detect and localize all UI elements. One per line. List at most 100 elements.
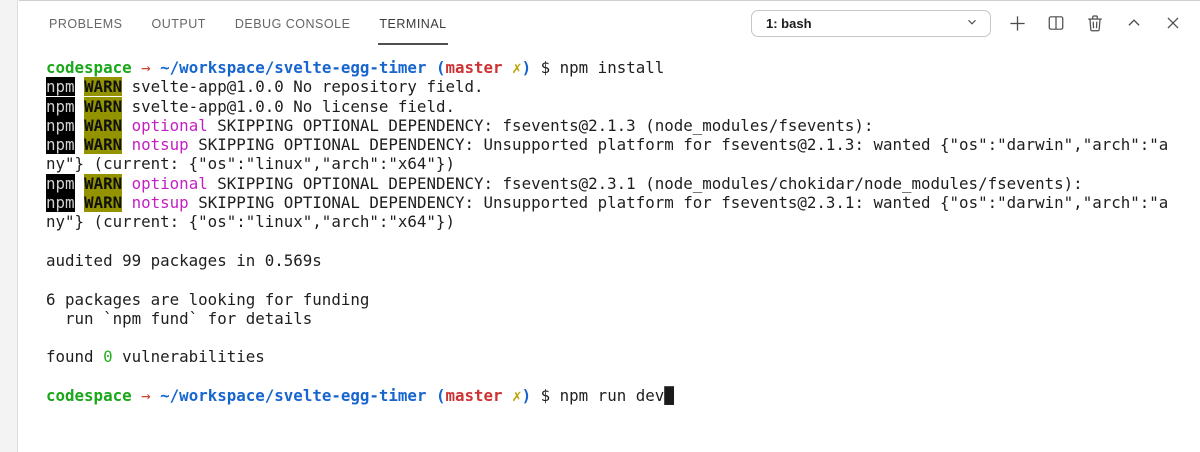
terminal-segment: optional [131, 173, 208, 193]
new-terminal-button[interactable] [1004, 10, 1030, 36]
terminal-segment: SKIPPING OPTIONAL DEPENDENCY: Unsupporte… [188, 135, 1169, 155]
terminal-segment: ny"} (current: {"os":"linux","arch":"x64… [46, 154, 455, 174]
terminal-segment [122, 135, 132, 154]
terminal-line: npm WARN notsup SKIPPING OPTIONAL DEPEND… [46, 135, 1200, 155]
panel-header: PROBLEMS OUTPUT DEBUG CONSOLE TERMINAL 1: b… [19, 1, 1200, 45]
terminal-segment [151, 386, 161, 405]
terminal-segment: WARN [84, 193, 123, 213]
terminal-segment [75, 97, 85, 116]
chevron-down-icon [965, 15, 979, 32]
panel-tabs: PROBLEMS OUTPUT DEBUG CONSOLE TERMINAL [48, 1, 448, 45]
terminal-line: found 0 vulnerabilities [46, 347, 1200, 366]
terminal-segment: █ [664, 386, 674, 406]
terminal-segment [122, 174, 132, 193]
terminal-segment: npm [46, 96, 75, 116]
terminal-segment: codespace [46, 58, 132, 77]
terminal-line: ny"} (current: {"os":"linux","arch":"x64… [46, 212, 1200, 231]
terminal-segment: npm [46, 77, 75, 97]
terminal-output[interactable]: codespace → ~/workspace/svelte-egg-timer… [19, 45, 1200, 405]
terminal-segment [426, 386, 436, 405]
terminal-line: codespace → ~/workspace/svelte-egg-timer… [46, 386, 1200, 405]
terminal-instance-label: 1: bash [766, 15, 812, 31]
terminal-line: npm WARN optional SKIPPING OPTIONAL DEPE… [46, 173, 1200, 193]
terminal-segment [75, 116, 85, 135]
terminal-segment: vulnerabilities [112, 347, 265, 367]
trash-icon [1086, 14, 1104, 32]
tab-terminal[interactable]: TERMINAL [378, 1, 448, 45]
terminal-segment: 6 packages are looking for funding [46, 289, 370, 309]
terminal-line: 6 packages are looking for funding [46, 290, 1200, 309]
terminal-segment: notsup [131, 135, 189, 155]
terminal-segment: WARN [84, 96, 123, 116]
terminal-segment [426, 58, 436, 77]
terminal-line: run `npm fund` for details [46, 309, 1200, 328]
terminal-segment: npm [46, 115, 75, 135]
split-pane-icon [1047, 14, 1065, 32]
terminal-segment [122, 116, 132, 135]
terminal-segment: WARN [84, 115, 123, 135]
terminal-segment: ( [435, 58, 446, 77]
terminal-segment [132, 58, 142, 77]
chevron-up-icon [1125, 14, 1143, 32]
terminal-segment: ✗ [512, 58, 522, 77]
split-terminal-button[interactable] [1043, 10, 1069, 36]
tab-debug-console[interactable]: DEBUG CONSOLE [234, 17, 351, 31]
close-panel-button[interactable] [1160, 10, 1186, 36]
terminal-segment [503, 58, 513, 77]
terminal-line: ny"} (current: {"os":"linux","arch":"x64… [46, 154, 1200, 173]
terminal-line [46, 270, 1200, 289]
terminal-segment [75, 135, 85, 154]
maximize-panel-button[interactable] [1121, 10, 1147, 36]
terminal-segment: WARN [84, 77, 123, 97]
terminal-line: npm WARN svelte-app@1.0.0 No license fie… [46, 96, 1200, 116]
terminal-segment: svelte-app@1.0.0 No repository field. [122, 77, 484, 97]
terminal-segment: $ npm install [531, 58, 665, 77]
editor-edge-strip [0, 0, 18, 452]
terminal-segment: master [445, 58, 503, 77]
terminal-segment: ✗ [512, 386, 522, 406]
terminal-segment [151, 58, 161, 77]
bottom-panel: PROBLEMS OUTPUT DEBUG CONSOLE TERMINAL 1: b… [19, 0, 1200, 452]
terminal-segment: optional [131, 115, 208, 135]
terminal-segment: ~/workspace/svelte-egg-timer [160, 386, 427, 406]
terminal-segment: SKIPPING OPTIONAL DEPENDENCY: fsevents@2… [207, 173, 1083, 193]
terminal-line [46, 328, 1200, 347]
terminal-segment: WARN [84, 173, 123, 193]
tab-output[interactable]: OUTPUT [151, 17, 206, 31]
terminal-line: npm WARN optional SKIPPING OPTIONAL DEPE… [46, 115, 1200, 135]
terminal-instance-select[interactable]: 1: bash [751, 9, 991, 37]
terminal-segment: master [445, 386, 503, 406]
terminal-segment: ) [521, 386, 532, 406]
tab-problems[interactable]: PROBLEMS [49, 17, 123, 31]
terminal-segment: npm [46, 193, 75, 213]
terminal-segment: ) [521, 58, 532, 77]
terminal-segment: 0 [103, 347, 113, 367]
terminal-line [46, 232, 1200, 251]
terminal-segment: SKIPPING OPTIONAL DEPENDENCY: fsevents@2… [207, 115, 874, 135]
terminal-line: npm WARN svelte-app@1.0.0 No repository … [46, 77, 1200, 97]
terminal-segment: ny"} (current: {"os":"linux","arch":"x64… [46, 212, 455, 232]
terminal-segment: codespace [46, 386, 132, 406]
terminal-segment: found [46, 347, 104, 367]
terminal-segment: WARN [84, 135, 123, 155]
close-icon [1164, 14, 1182, 32]
terminal-segment [75, 193, 85, 212]
terminal-segment [75, 174, 85, 193]
terminal-segment: → [141, 58, 151, 77]
terminal-segment [122, 193, 132, 212]
terminal-segment: notsup [131, 193, 189, 213]
terminal-segment: npm [46, 135, 75, 155]
panel-header-actions: 1: bash [751, 1, 1186, 45]
terminal-segment: npm [46, 173, 75, 193]
terminal-segment: run `npm fund` for details [46, 308, 313, 328]
terminal-segment: ( [435, 386, 446, 406]
terminal-segment: audited 99 packages in 0.569s [46, 250, 322, 270]
kill-terminal-button[interactable] [1082, 10, 1108, 36]
terminal-segment: svelte-app@1.0.0 No license field. [122, 96, 455, 116]
plus-icon [1008, 14, 1027, 33]
terminal-line: codespace → ~/workspace/svelte-egg-timer… [46, 58, 1200, 77]
terminal-segment: ~/workspace/svelte-egg-timer [160, 58, 427, 77]
terminal-segment [503, 386, 513, 405]
terminal-line: npm WARN notsup SKIPPING OPTIONAL DEPEND… [46, 193, 1200, 213]
